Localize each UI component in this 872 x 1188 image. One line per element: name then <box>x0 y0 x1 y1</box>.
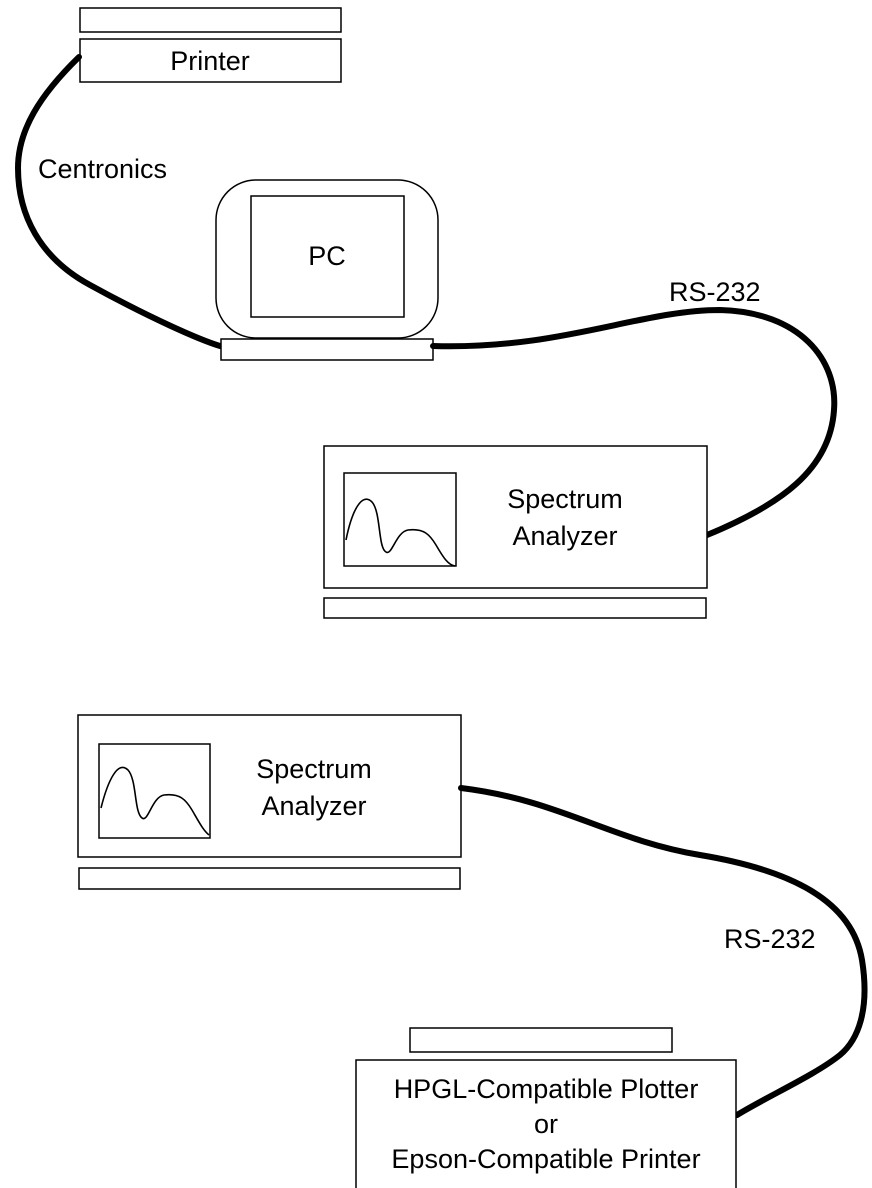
printer-label: Printer <box>170 46 250 76</box>
centronics-label: Centronics <box>38 154 167 184</box>
rs232-label-top: RS-232 <box>669 277 761 307</box>
top-setup: Printer Centronics PC RS-232 Spectrum An… <box>15 7 838 619</box>
pc-base <box>220 338 434 361</box>
spectrum-analyzer-top: Spectrum Analyzer <box>323 445 708 619</box>
output-device-label-line3: Epson-Compatible Printer <box>391 1144 700 1174</box>
analyzer-label-line1: Spectrum <box>256 754 372 784</box>
analyzer-display <box>343 472 457 567</box>
pc-label: PC <box>308 241 346 271</box>
spectrum-analyzer-bottom: Spectrum Analyzer <box>77 714 462 890</box>
printer: Printer <box>79 7 342 83</box>
pc: PC <box>215 179 439 361</box>
output-device: HPGL-Compatible Plotter or Epson-Compati… <box>355 1027 737 1188</box>
analyzer-display <box>98 743 211 839</box>
rs232-label-bottom: RS-232 <box>724 924 816 954</box>
analyzer-label-line2: Analyzer <box>261 791 366 821</box>
rs232-cable-bottom <box>458 785 868 1118</box>
output-device-paper-tray <box>409 1027 673 1053</box>
output-device-body <box>355 1059 737 1188</box>
centronics-cable <box>15 54 223 349</box>
analyzer-trace <box>345 498 456 567</box>
pc-screen <box>250 195 405 318</box>
printer-body <box>79 38 342 83</box>
analyzer-base <box>323 597 707 619</box>
output-device-label-line2: or <box>534 1109 558 1139</box>
analyzer-label-line1: Spectrum <box>507 484 623 514</box>
rs232-cable-top <box>430 307 838 538</box>
output-device-label-line1: HPGL-Compatible Plotter <box>394 1074 699 1104</box>
analyzer-label-line2: Analyzer <box>512 521 617 551</box>
bottom-setup: Spectrum Analyzer RS-232 HPGL-Compatible… <box>77 714 868 1188</box>
analyzer-trace <box>100 766 210 836</box>
printer-paper-tray <box>79 7 342 33</box>
analyzer-base <box>78 867 461 890</box>
